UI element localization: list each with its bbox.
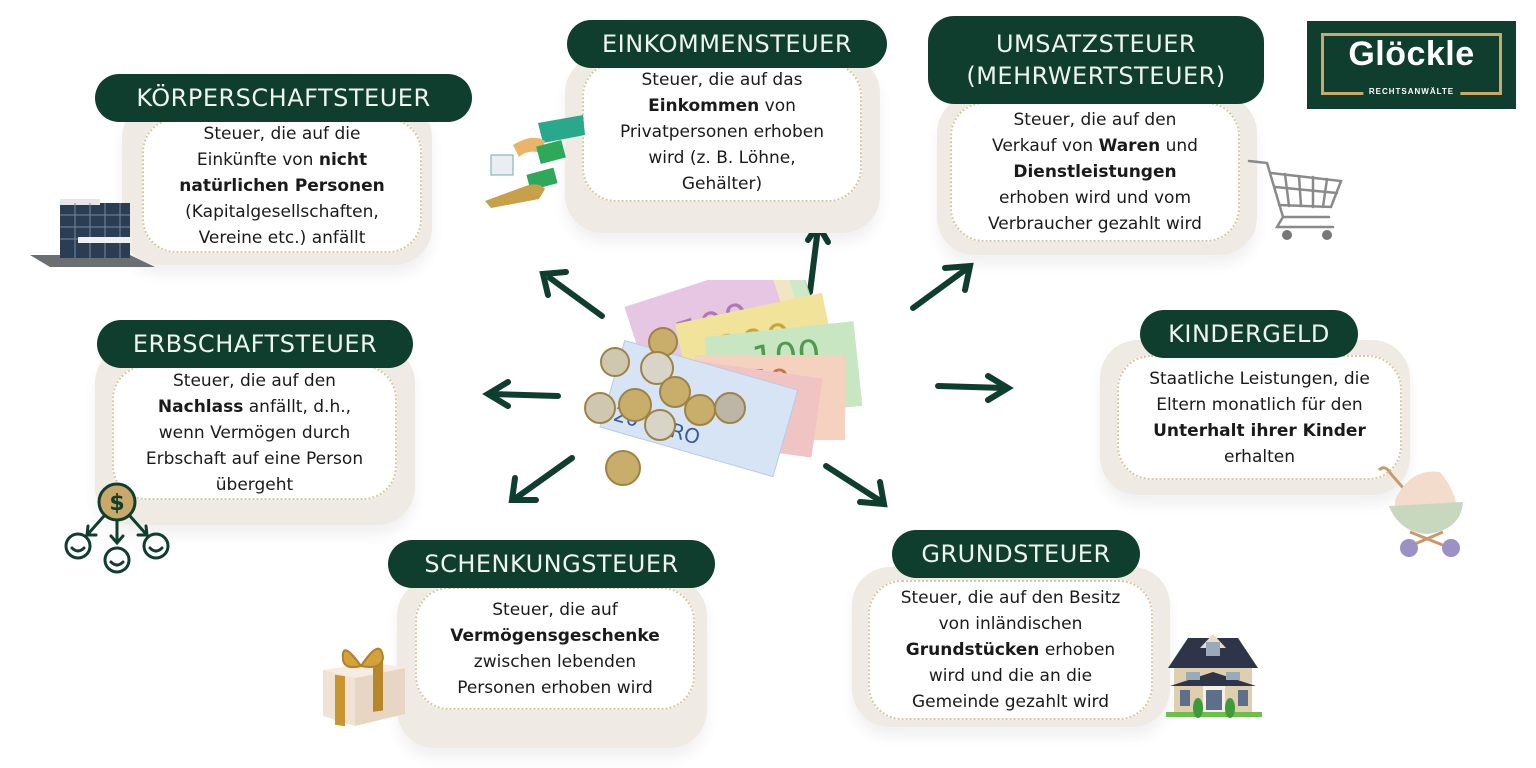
bold-term: Vermögensgeschenke xyxy=(450,625,660,646)
card-description: Steuer, die auf das Einkommen von Privat… xyxy=(582,62,862,202)
text-segment: Steuer, die auf den xyxy=(173,370,336,391)
logo-name: Glöckle xyxy=(1348,35,1475,73)
bold-term: Unterhalt ihrer Kinder xyxy=(1153,420,1366,441)
logo-subtitle: RECHTSANWÄLTE xyxy=(1362,87,1461,96)
arrow-left-icon xyxy=(482,379,561,409)
text-segment: Steuer, die auf die Einkünfte von xyxy=(196,123,361,170)
bold-term: nicht natürlichen Personen xyxy=(179,149,385,196)
text-segment: Steuer, die auf xyxy=(492,599,618,620)
baby-stroller-icon xyxy=(1377,466,1463,557)
bold-term: Grundstücken xyxy=(905,640,1040,660)
text-segment: Steuer, die auf das xyxy=(641,70,803,90)
text-segment: (Kapitalgesellschaften, Vereine etc.) an… xyxy=(185,201,379,248)
gift-box-icon xyxy=(323,647,405,727)
arrow-down-left-icon xyxy=(508,455,575,503)
text-segment: erhoben wird und die an die Gemeinde gez… xyxy=(911,640,1116,712)
text-segment: zwischen lebenden Personen erhoben wird xyxy=(457,651,653,698)
card-description: Steuer, die auf den Verkauf von Waren un… xyxy=(950,102,1240,242)
text-segment: Staatliche Leistungen, die Eltern monatl… xyxy=(1149,368,1370,415)
inheritance-icon: $ xyxy=(64,482,170,574)
card-title: ERBSCHAFTSTEUER xyxy=(97,320,413,368)
card-description: Steuer, die auf den Nachlass anfällt, d.… xyxy=(112,365,397,500)
card-title: UMSATZSTEUER (MEHRWERTSTEUER) xyxy=(928,16,1264,104)
description-text: Steuer, die auf den Besitz von inländisc… xyxy=(901,585,1121,715)
description-text: Steuer, die auf den Verkauf von Waren un… xyxy=(988,107,1202,237)
card-description: Steuer, die auf den Besitz von inländisc… xyxy=(868,580,1153,720)
euro-money-icon: 500 200 100 50 10 20 EURO xyxy=(584,280,863,486)
description-text: Steuer, die auf das Einkommen von Privat… xyxy=(620,67,824,197)
text-segment: und xyxy=(1165,136,1198,156)
card-description: Steuer, die auf die Einkünfte von nicht … xyxy=(142,118,422,253)
bold-term: Einkommen xyxy=(648,96,760,116)
bold-term: Nachlass xyxy=(157,396,244,417)
card-title: EINKOMMENSTEUER xyxy=(567,20,887,68)
description-text: Steuer, die auf den Nachlass anfällt, d.… xyxy=(146,368,363,498)
card-title: KÖRPERSCHAFTSTEUER xyxy=(95,74,472,122)
salary-payment-icon xyxy=(485,115,585,208)
description-text: Steuer, die auf die Einkünfte von nicht … xyxy=(179,121,384,251)
text-segment: von Privatpersonen erhoben wird (z. B. L… xyxy=(619,96,825,194)
card-title: GRUNDSTEUER xyxy=(892,530,1140,578)
text-segment: Steuer, die auf den Besitz von inländisc… xyxy=(900,588,1121,634)
bold-term: Dienstleistungen xyxy=(1013,162,1177,182)
card-description: Staatliche Leistungen, die Eltern monatl… xyxy=(1117,355,1402,480)
card-title: KINDERGELD xyxy=(1140,310,1358,358)
arrow-right-icon xyxy=(935,373,1014,403)
bold-term: Waren xyxy=(1098,136,1161,156)
shopping-cart-icon xyxy=(1247,159,1343,240)
description-text: Steuer, die auf Vermögensgeschenke zwisc… xyxy=(450,597,659,701)
glockle-logo: Glöckle RECHTSANWÄLTE xyxy=(1307,21,1516,109)
text-segment: Steuer, die auf den Verkauf von xyxy=(992,110,1177,156)
text-segment: erhalten xyxy=(1224,446,1295,467)
arrow-up-right-icon xyxy=(910,262,974,311)
svg-text:$: $ xyxy=(109,491,124,516)
office-building-icon xyxy=(30,199,155,267)
card-title: SCHENKUNGSTEUER xyxy=(388,540,715,588)
text-segment: anfällt, d.h., wenn Vermögen durch Erbsc… xyxy=(145,396,364,495)
text-segment: erhoben wird und vom Verbraucher gezahlt… xyxy=(988,188,1202,234)
description-text: Staatliche Leistungen, die Eltern monatl… xyxy=(1149,366,1370,470)
house-icon xyxy=(1166,634,1262,718)
card-description: Steuer, die auf Vermögensgeschenke zwisc… xyxy=(415,587,695,710)
